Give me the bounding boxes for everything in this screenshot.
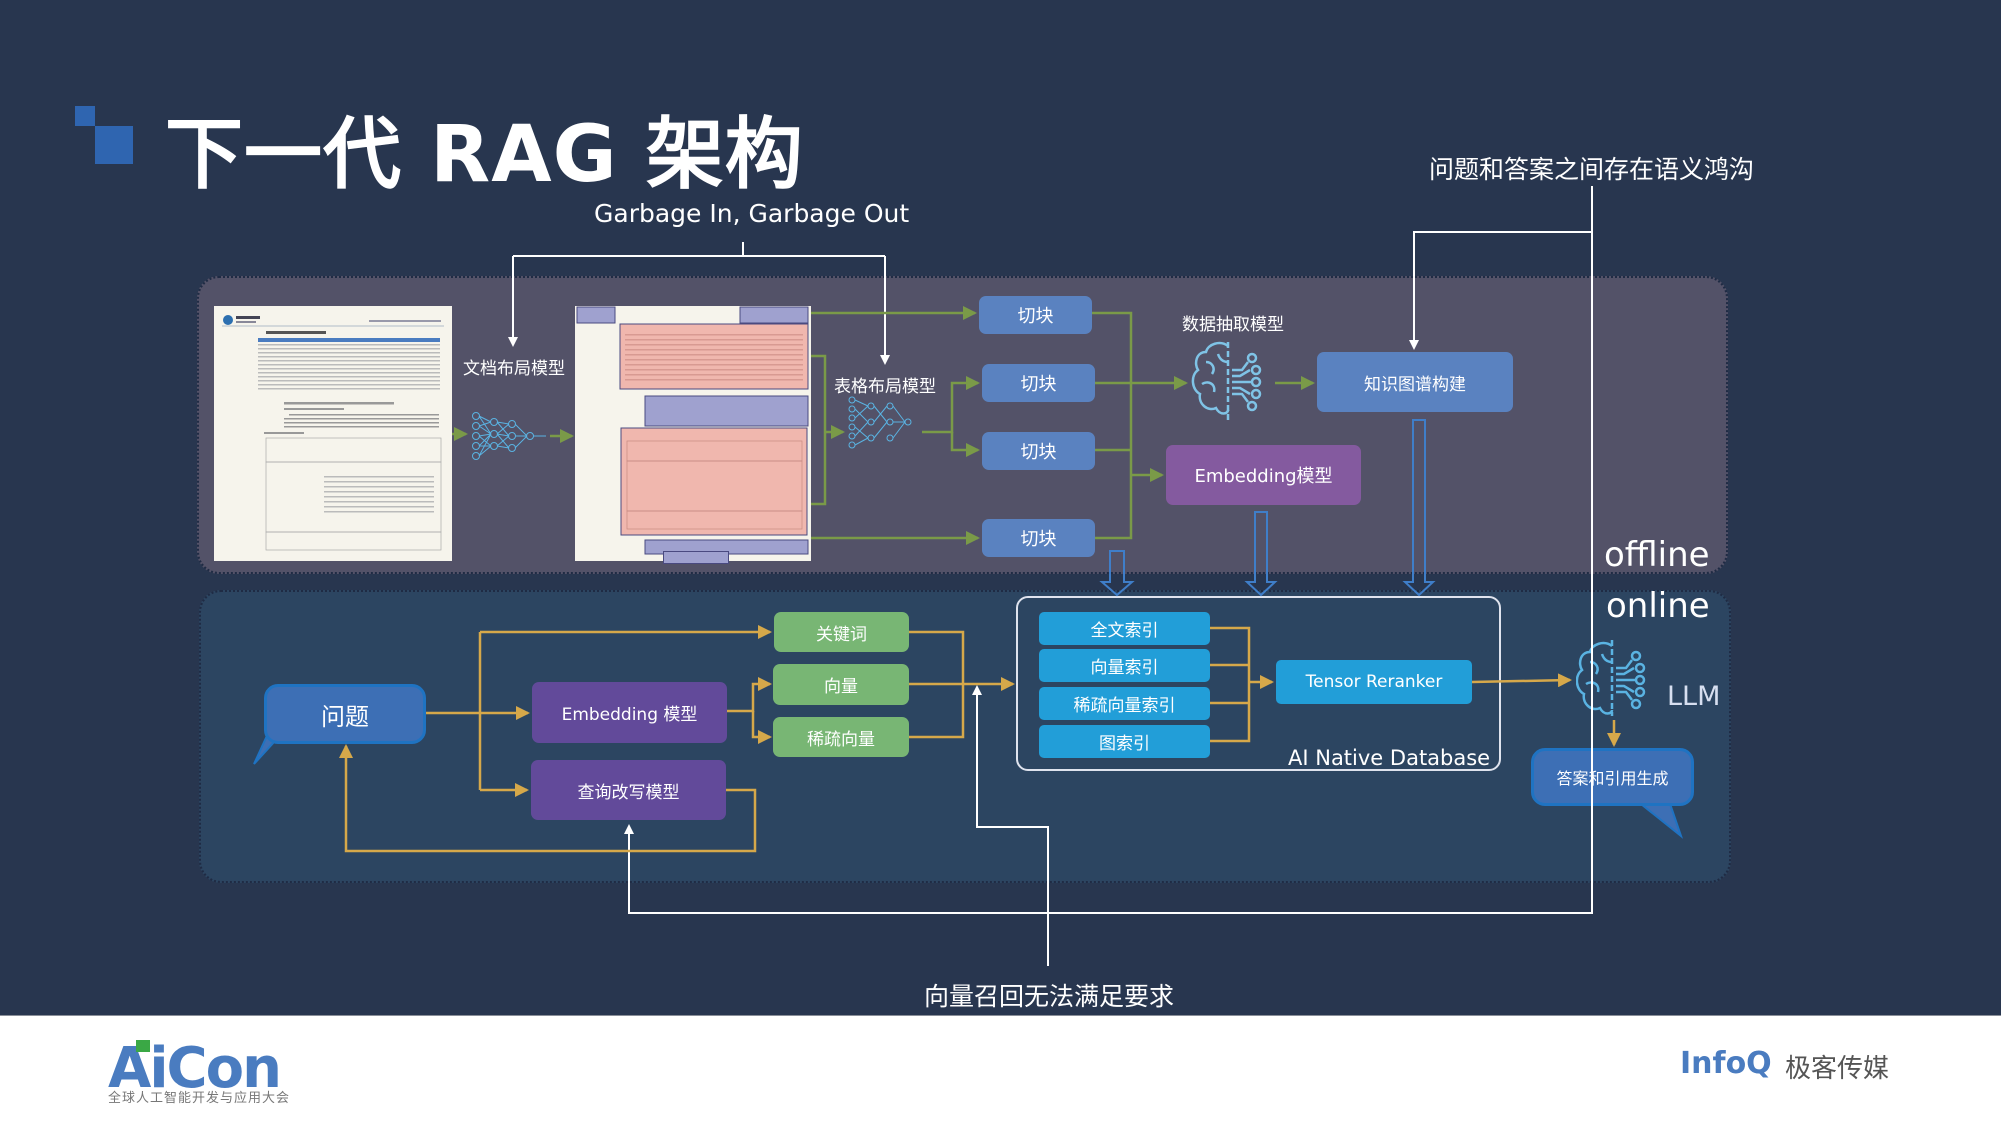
online-panel <box>199 590 1731 883</box>
online-label: online <box>1606 586 1710 626</box>
garbage-annotation: Garbage In, Garbage Out <box>594 199 910 228</box>
question-bubble[interactable]: 问题 <box>264 684 426 744</box>
vector-recall-annotation: 向量召回无法满足要求 <box>924 982 1175 1011</box>
llm-brain-icon <box>1576 640 1646 716</box>
sparse-vector-index-box[interactable]: 稀疏向量索引 <box>1039 687 1210 720</box>
infoq-logo-text: InfoQ <box>1680 1046 1772 1081</box>
brain-icon <box>1191 341 1262 420</box>
title-accent-square-large <box>95 126 133 164</box>
chunk-box-4[interactable]: 切块 <box>982 519 1095 557</box>
ai-native-database-label: AI Native Database <box>1288 746 1491 770</box>
semantic-gap-annotation: 问题和答案之间存在语义鸿沟 <box>1429 155 1755 184</box>
neural-network-icon <box>472 412 546 460</box>
layout-regions-graphic <box>576 306 809 555</box>
knowledge-graph-box[interactable]: 知识图谱构建 <box>1317 352 1513 412</box>
footer-bar: AiCon 全球人工智能开发与应用大会 InfoQ 极客传媒 <box>0 1015 2001 1127</box>
geek-media-logo-text: 极客传媒 <box>1785 1054 1890 1084</box>
data-extraction-model-label: 数据抽取模型 <box>1182 315 1284 335</box>
chunk-box-3[interactable]: 切块 <box>982 432 1095 470</box>
vector-index-box[interactable]: 向量索引 <box>1039 649 1210 682</box>
doc-layout-model-label: 文档布局模型 <box>463 359 565 379</box>
document-content-graphic <box>222 315 444 551</box>
embedding-model-box-offline[interactable]: Embedding模型 <box>1166 445 1361 505</box>
slide-title: 下一代 RAG 架构 <box>165 110 804 200</box>
slide-canvas: 下一代 RAG 架构 Garbage In, Garbage Out 问题和答案… <box>0 0 2001 1015</box>
source-document-image <box>214 306 452 561</box>
graph-index-box[interactable]: 图索引 <box>1039 725 1210 758</box>
answer-generation-bubble[interactable]: 答案和引用生成 <box>1531 748 1694 806</box>
chunk-box-1[interactable]: 切块 <box>979 296 1092 334</box>
query-rewrite-model-box[interactable]: 查询改写模型 <box>531 760 726 820</box>
aicon-logo-accent <box>136 1040 150 1052</box>
keyword-retrieval-box[interactable]: 关键词 <box>774 612 909 652</box>
aicon-subtitle: 全球人工智能开发与应用大会 <box>108 1091 291 1106</box>
llm-label: LLM <box>1667 681 1721 712</box>
tensor-reranker-box[interactable]: Tensor Reranker <box>1276 660 1472 704</box>
fulltext-index-box[interactable]: 全文索引 <box>1039 612 1210 645</box>
offline-label: offline <box>1604 535 1710 575</box>
title-accent-square-small <box>75 106 95 126</box>
vector-retrieval-box[interactable]: 向量 <box>773 664 909 705</box>
footer-region-highlight <box>663 551 729 564</box>
neural-network-icon <box>848 396 912 449</box>
chunk-box-2[interactable]: 切块 <box>982 364 1095 402</box>
annotated-document-image <box>575 306 811 561</box>
sparse-vector-retrieval-box[interactable]: 稀疏向量 <box>773 717 909 757</box>
embedding-model-box-online[interactable]: Embedding 模型 <box>532 682 727 743</box>
infoq-logo: InfoQ <box>1680 1046 1772 1081</box>
